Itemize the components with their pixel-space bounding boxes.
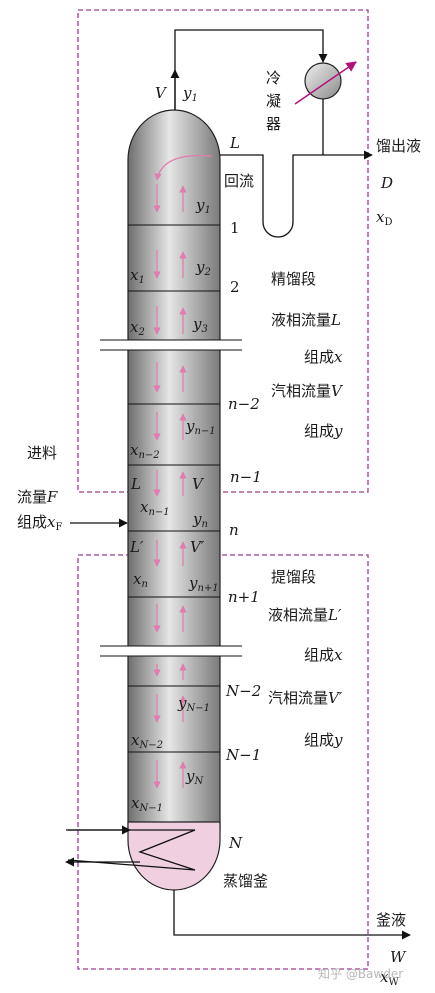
heating-coil xyxy=(67,829,196,871)
feed-flow: 流量F xyxy=(17,488,58,506)
svg-text:xn: xn xyxy=(133,570,148,590)
svg-text:xn−1: xn−1 xyxy=(140,498,170,518)
bottoms-label: 釜液 xyxy=(376,911,406,929)
distillate-label: 馏出液 xyxy=(376,137,421,155)
plate-N: N xyxy=(228,834,243,852)
plate-n-2: n−2 xyxy=(228,395,260,413)
reflux-line xyxy=(220,154,323,238)
stripping-liquid-flow: 液相流量L′ xyxy=(268,606,342,624)
trays xyxy=(128,224,220,753)
condenser-label-1: 冷 xyxy=(266,69,281,87)
svg-text:V′: V′ xyxy=(190,538,205,556)
reboiler-label: 蒸馏釜 xyxy=(223,872,268,890)
condenser-label-2: 凝 xyxy=(266,92,281,110)
svg-text:yn+1: yn+1 xyxy=(188,574,219,594)
distillate-xD-label: xD xyxy=(376,208,393,228)
stripping-vapor-comp: 组成y xyxy=(304,731,343,749)
reboiler xyxy=(127,821,221,891)
feed-comp: 组成xF xyxy=(17,513,62,533)
vapor-y1-label: y1 xyxy=(182,84,198,104)
svg-text:L: L xyxy=(130,475,141,493)
svg-text:xN−1: xN−1 xyxy=(131,794,163,814)
feed-title: 进料 xyxy=(27,444,57,462)
internal-flow-arrows xyxy=(153,154,213,789)
svg-text:x2: x2 xyxy=(130,318,145,338)
rectifying-vapor-flow: 汽相流量V xyxy=(271,382,344,400)
plate-n+1: n+1 xyxy=(228,588,260,606)
bottoms-W-label: W xyxy=(390,948,407,966)
svg-text:yN: yN xyxy=(185,767,204,787)
svg-text:xN−2: xN−2 xyxy=(131,731,163,751)
stripping-vapor-flow: 汽相流量V′ xyxy=(268,689,343,707)
reflux-label: 回流 xyxy=(224,172,254,190)
rectifying-liquid-comp: 组成x xyxy=(304,348,343,366)
plate-N-1: N−1 xyxy=(225,746,261,764)
rectifying-section-box xyxy=(77,9,369,493)
svg-text:L′: L′ xyxy=(129,538,144,556)
svg-text:xn−2: xn−2 xyxy=(130,441,160,461)
svg-text:y3: y3 xyxy=(192,315,208,335)
svg-text:yn: yn xyxy=(192,510,208,530)
plate-N-2: N−2 xyxy=(225,682,261,700)
stripping-section-box xyxy=(77,554,369,970)
svg-text:y1: y1 xyxy=(195,196,211,216)
svg-text:y2: y2 xyxy=(195,258,211,278)
svg-text:yn−1: yn−1 xyxy=(185,417,216,437)
column-shell xyxy=(127,109,221,831)
plate-2: 2 xyxy=(230,278,240,296)
plate-n-1: n−1 xyxy=(230,468,262,486)
vapor-V-label: V xyxy=(155,84,168,102)
rectifying-title: 精馏段 xyxy=(271,270,316,288)
plate-n: n xyxy=(229,521,239,539)
svg-text:V: V xyxy=(192,475,205,493)
bottoms-xW-label: xW xyxy=(380,968,399,988)
stripping-liquid-comp: 组成x xyxy=(304,646,343,664)
column-break-lower xyxy=(100,645,242,657)
column-composition-labels: y1 x1 y2 x2 y3 yn−1 xn−2 L V xn−1 yn L′ … xyxy=(129,196,219,814)
plate-1: 1 xyxy=(230,219,240,237)
reflux-L-label: L xyxy=(229,134,240,152)
svg-text:yN−1: yN−1 xyxy=(177,694,210,714)
coolant-arrow xyxy=(294,61,357,105)
watermark: 知乎 @Bawder xyxy=(318,967,403,981)
rectifying-liquid-flow: 液相流量L xyxy=(271,311,341,329)
svg-text:x1: x1 xyxy=(130,266,145,286)
rectifying-vapor-comp: 组成y xyxy=(304,422,343,440)
bottoms-line xyxy=(173,890,411,940)
condenser-label-3: 器 xyxy=(266,115,281,133)
column-break-upper xyxy=(100,339,242,351)
distillate-D-label: D xyxy=(380,174,393,192)
stripping-title: 提馏段 xyxy=(271,568,316,586)
